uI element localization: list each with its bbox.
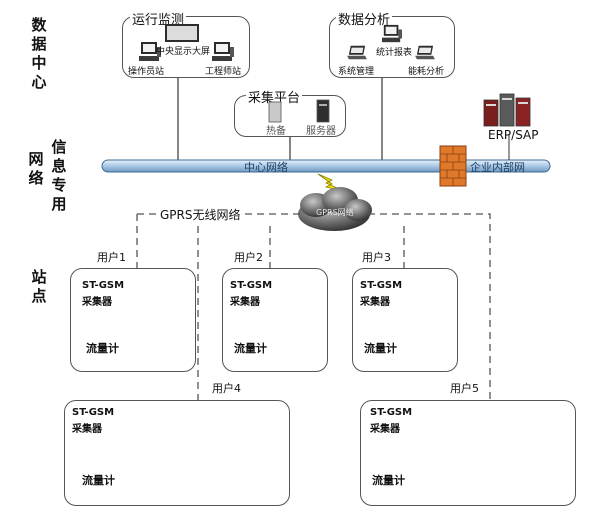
center-network-label: 中心网络 — [244, 161, 288, 174]
collector-name-line1: ST-GSM — [360, 280, 403, 291]
collector-name-line2: 采集器 — [370, 424, 400, 435]
site-box-user4 — [64, 400, 290, 506]
erp-server-icon — [483, 93, 531, 160]
site-box-user3 — [352, 268, 458, 372]
network-bar — [101, 159, 551, 173]
section-site: 站点 — [31, 268, 47, 305]
gprs-cloud-label: GPRS网络 — [316, 208, 354, 217]
meter-label: 流量计 — [364, 342, 397, 355]
enterprise-network-label: 企业内部网 — [470, 161, 525, 174]
user1-label: 用户1 — [97, 251, 126, 264]
meter-label: 流量计 — [86, 342, 119, 355]
gprs-cloud-icon — [298, 187, 372, 231]
user3-label: 用户3 — [362, 251, 391, 264]
user2-label: 用户2 — [234, 251, 263, 264]
firewall-icon — [439, 145, 467, 187]
collection-title: 采集平台 — [246, 87, 303, 106]
user5-label: 用户5 — [450, 382, 479, 395]
meter-label: 流量计 — [372, 474, 405, 487]
engineer-label: 工程师站 — [205, 67, 242, 77]
ops-monitor-title: 运行监测 — [130, 9, 187, 28]
energy-label: 能耗分析 — [408, 67, 445, 77]
collector-name-line1: ST-GSM — [82, 280, 125, 291]
section-network: 网络 — [28, 150, 44, 187]
sys-mgmt-label: 系统管理 — [338, 67, 375, 77]
site-box-user1 — [70, 268, 196, 372]
collector-name-line1: ST-GSM — [72, 407, 115, 418]
site-box-user2 — [222, 268, 328, 372]
gprs-dashed-network — [136, 213, 491, 400]
collector-name-line1: ST-GSM — [370, 407, 413, 418]
meter-label: 流量计 — [234, 342, 267, 355]
data-analysis-title: 数据分析 — [336, 9, 393, 28]
user4-label: 用户4 — [212, 382, 241, 395]
collector-name-line2: 采集器 — [360, 297, 390, 308]
gprs-label: GPRS无线网络 — [158, 206, 243, 223]
section-info-dedicated: 信息专用 — [51, 138, 67, 213]
collector-name-line2: 采集器 — [72, 424, 102, 435]
collector-name-line2: 采集器 — [230, 297, 260, 308]
report-label: 统计报表 — [376, 48, 413, 58]
section-data-center: 数据中心 — [31, 16, 47, 91]
hot-standby-label: 热备 — [266, 126, 286, 137]
collector-name-line2: 采集器 — [82, 297, 112, 308]
collector-name-line1: ST-GSM — [230, 280, 273, 291]
meter-label: 流量计 — [82, 474, 115, 487]
server-label: 服务器 — [306, 126, 336, 137]
erp-label: ERP/SAP — [488, 128, 539, 142]
site-box-user5 — [360, 400, 576, 506]
big-screen-label: 中央显示大屏 — [156, 47, 211, 57]
operator-label: 操作员站 — [128, 67, 165, 77]
